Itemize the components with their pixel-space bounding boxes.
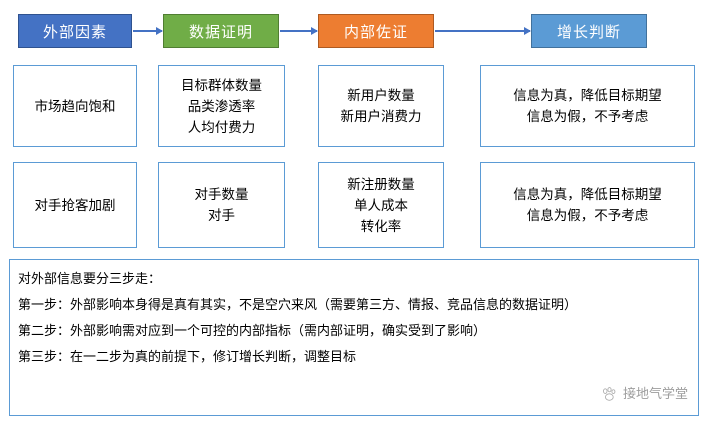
cell-line: 信息为真，降低目标期望	[513, 187, 662, 202]
cell-r1-judgement[interactable]: 信息为真，降低目标期望 信息为假，不予考虑	[480, 65, 695, 147]
cell-line: 市场趋向饱和	[34, 98, 116, 114]
header-box-internal[interactable]: 内部佐证	[318, 14, 434, 48]
cell-r2-data[interactable]: 对手数量 对手	[158, 162, 285, 248]
arrow-data-to-internal	[280, 27, 318, 35]
note-line-intro: 对外部信息要分三步走：	[18, 271, 162, 286]
cell-line: 对手抢客加剧	[34, 197, 116, 213]
cell-line: 信息为假，不予考虑	[526, 208, 649, 223]
paw-icon	[603, 386, 616, 401]
cell-r2-external[interactable]: 对手抢客加剧	[13, 162, 137, 248]
note-line-step-1: 第一步：外部影响本身得是真有其实，不是空穴来风（需要第三方、情报、竞品信息的数据…	[18, 297, 578, 312]
cell-line: 单人成本	[354, 197, 408, 213]
cell-line: 新用户消费力	[340, 109, 422, 124]
header-label: 数据证明	[188, 23, 253, 41]
cell-r2-judgement[interactable]: 信息为真，降低目标期望 信息为假，不予考虑	[480, 162, 695, 248]
note-panel[interactable]: 对外部信息要分三步走： 第一步：外部影响本身得是真有其实，不是空穴来风（需要第三…	[9, 259, 699, 416]
arrow-internal-to-judgement	[435, 27, 531, 35]
header-box-data[interactable]: 数据证明	[163, 14, 279, 48]
cell-r1-internal[interactable]: 新用户数量 新用户消费力	[318, 65, 444, 147]
header-box-external[interactable]: 外部因素	[18, 14, 132, 48]
cell-r2-internal[interactable]: 新注册数量 单人成本 转化率	[318, 162, 444, 248]
cell-line: 信息为假，不予考虑	[526, 109, 649, 124]
note-line-step-3: 第三步：在一二步为真的前提下，修订增长判断，调整目标	[18, 349, 357, 364]
cell-line: 信息为真，降低目标期望	[513, 88, 662, 103]
cell-r1-external[interactable]: 市场趋向饱和	[13, 65, 137, 147]
arrow-external-to-data	[133, 27, 163, 35]
cell-line: 新用户数量	[347, 88, 415, 103]
header-label: 增长判断	[556, 23, 621, 41]
header-box-judgement[interactable]: 增长判断	[531, 14, 647, 48]
header-label: 内部佐证	[343, 23, 408, 41]
cell-line: 对手数量	[194, 187, 249, 202]
cell-line: 目标群体数量	[181, 77, 262, 93]
cell-line: 品类渗透率	[187, 98, 256, 114]
watermark: 接地气学堂	[601, 381, 688, 407]
cell-line: 对手	[208, 208, 235, 223]
watermark-text: 接地气学堂	[622, 386, 688, 401]
cell-line: 人均付费力	[187, 119, 256, 135]
cell-r1-data[interactable]: 目标群体数量 品类渗透率 人均付费力	[158, 65, 285, 147]
header-label: 外部因素	[42, 23, 107, 41]
note-line-step-2: 第二步：外部影响需对应到一个可控的内部指标（需内部证明，确实受到了影响）	[18, 323, 487, 338]
cell-line: 新注册数量	[347, 176, 415, 192]
cell-line: 转化率	[360, 218, 402, 234]
